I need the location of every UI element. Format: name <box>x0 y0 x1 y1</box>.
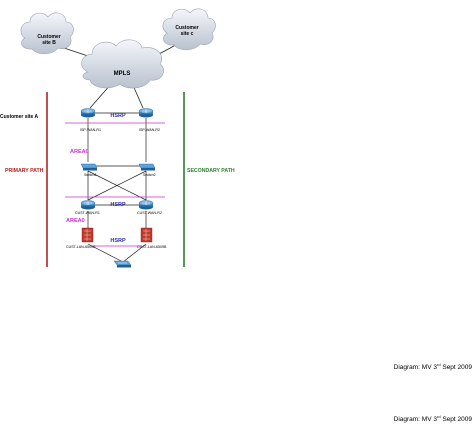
lan-links <box>87 112 147 263</box>
area0-label-top: AREA0 <box>70 149 89 155</box>
secondary-path-label: SECONDARY PATH <box>187 168 235 174</box>
cloud-site-b-line2: site B <box>42 40 56 46</box>
diagram-footer-1: Diagram: MV 3rd Sept 2009 <box>394 362 472 371</box>
switch2-label: Switch2 <box>143 173 156 177</box>
hsrp-label-bottom: HSRP <box>110 238 126 244</box>
firewall-2[interactable] <box>140 227 153 243</box>
footer-1-prefix: Diagram: MV 3 <box>393 364 437 372</box>
cloud-site-b: Customer site B <box>20 12 74 55</box>
cloud-mpls: MPLS <box>81 39 164 89</box>
footer-2-prefix: Diagram: MV 3 <box>393 416 437 424</box>
hsrp-label-top: HSRP <box>110 113 126 119</box>
router-b1[interactable] <box>80 200 96 210</box>
firewall-2-label: CUST-LAN-6509B <box>137 245 167 249</box>
router-a2[interactable] <box>138 108 154 118</box>
cloud-site-c: Customer site c <box>162 8 216 51</box>
router-b2[interactable] <box>138 200 154 210</box>
firewall-1[interactable] <box>81 227 94 243</box>
firewall-1-label: CUST-LAN-6509A <box>66 245 96 249</box>
switch1[interactable] <box>80 163 98 171</box>
switch2[interactable] <box>138 163 156 171</box>
router-a1-label: ISP-WAN-R1 <box>80 128 101 132</box>
switch1-label: Switch1 <box>84 173 97 177</box>
hsrp-lines <box>65 122 165 247</box>
site-a-label: Customer site A <box>0 114 39 120</box>
area0-label-bottom: AREA0 <box>66 218 85 224</box>
access-switch[interactable] <box>113 260 132 268</box>
router-a2-label: ISP-WAN-R2 <box>139 128 160 132</box>
footer-1-sup: rd <box>436 362 441 367</box>
hsrp-label-mid: HSRP <box>110 202 126 208</box>
footer-2-suffix: Sept 2009 <box>440 416 472 424</box>
cloud-site-c-line1: Customer <box>175 25 198 31</box>
cloud-mpls-label: MPLS <box>114 71 131 77</box>
cloud-site-b-line1: Customer <box>37 34 60 40</box>
primary-path-label: PRIMARY PATH <box>5 168 44 174</box>
router-a1[interactable] <box>80 108 96 118</box>
router-b1-label: CUST-WAN-R1 <box>75 211 100 215</box>
footer-2-sup: rd <box>436 414 441 419</box>
footer-1-suffix: Sept 2009 <box>440 364 472 372</box>
diagram-footer-2: Diagram: MV 3rd Sept 2009 <box>394 414 472 423</box>
router-b2-label: CUST-WAN-R2 <box>137 211 162 215</box>
cloud-site-c-line2: site c <box>181 31 194 37</box>
